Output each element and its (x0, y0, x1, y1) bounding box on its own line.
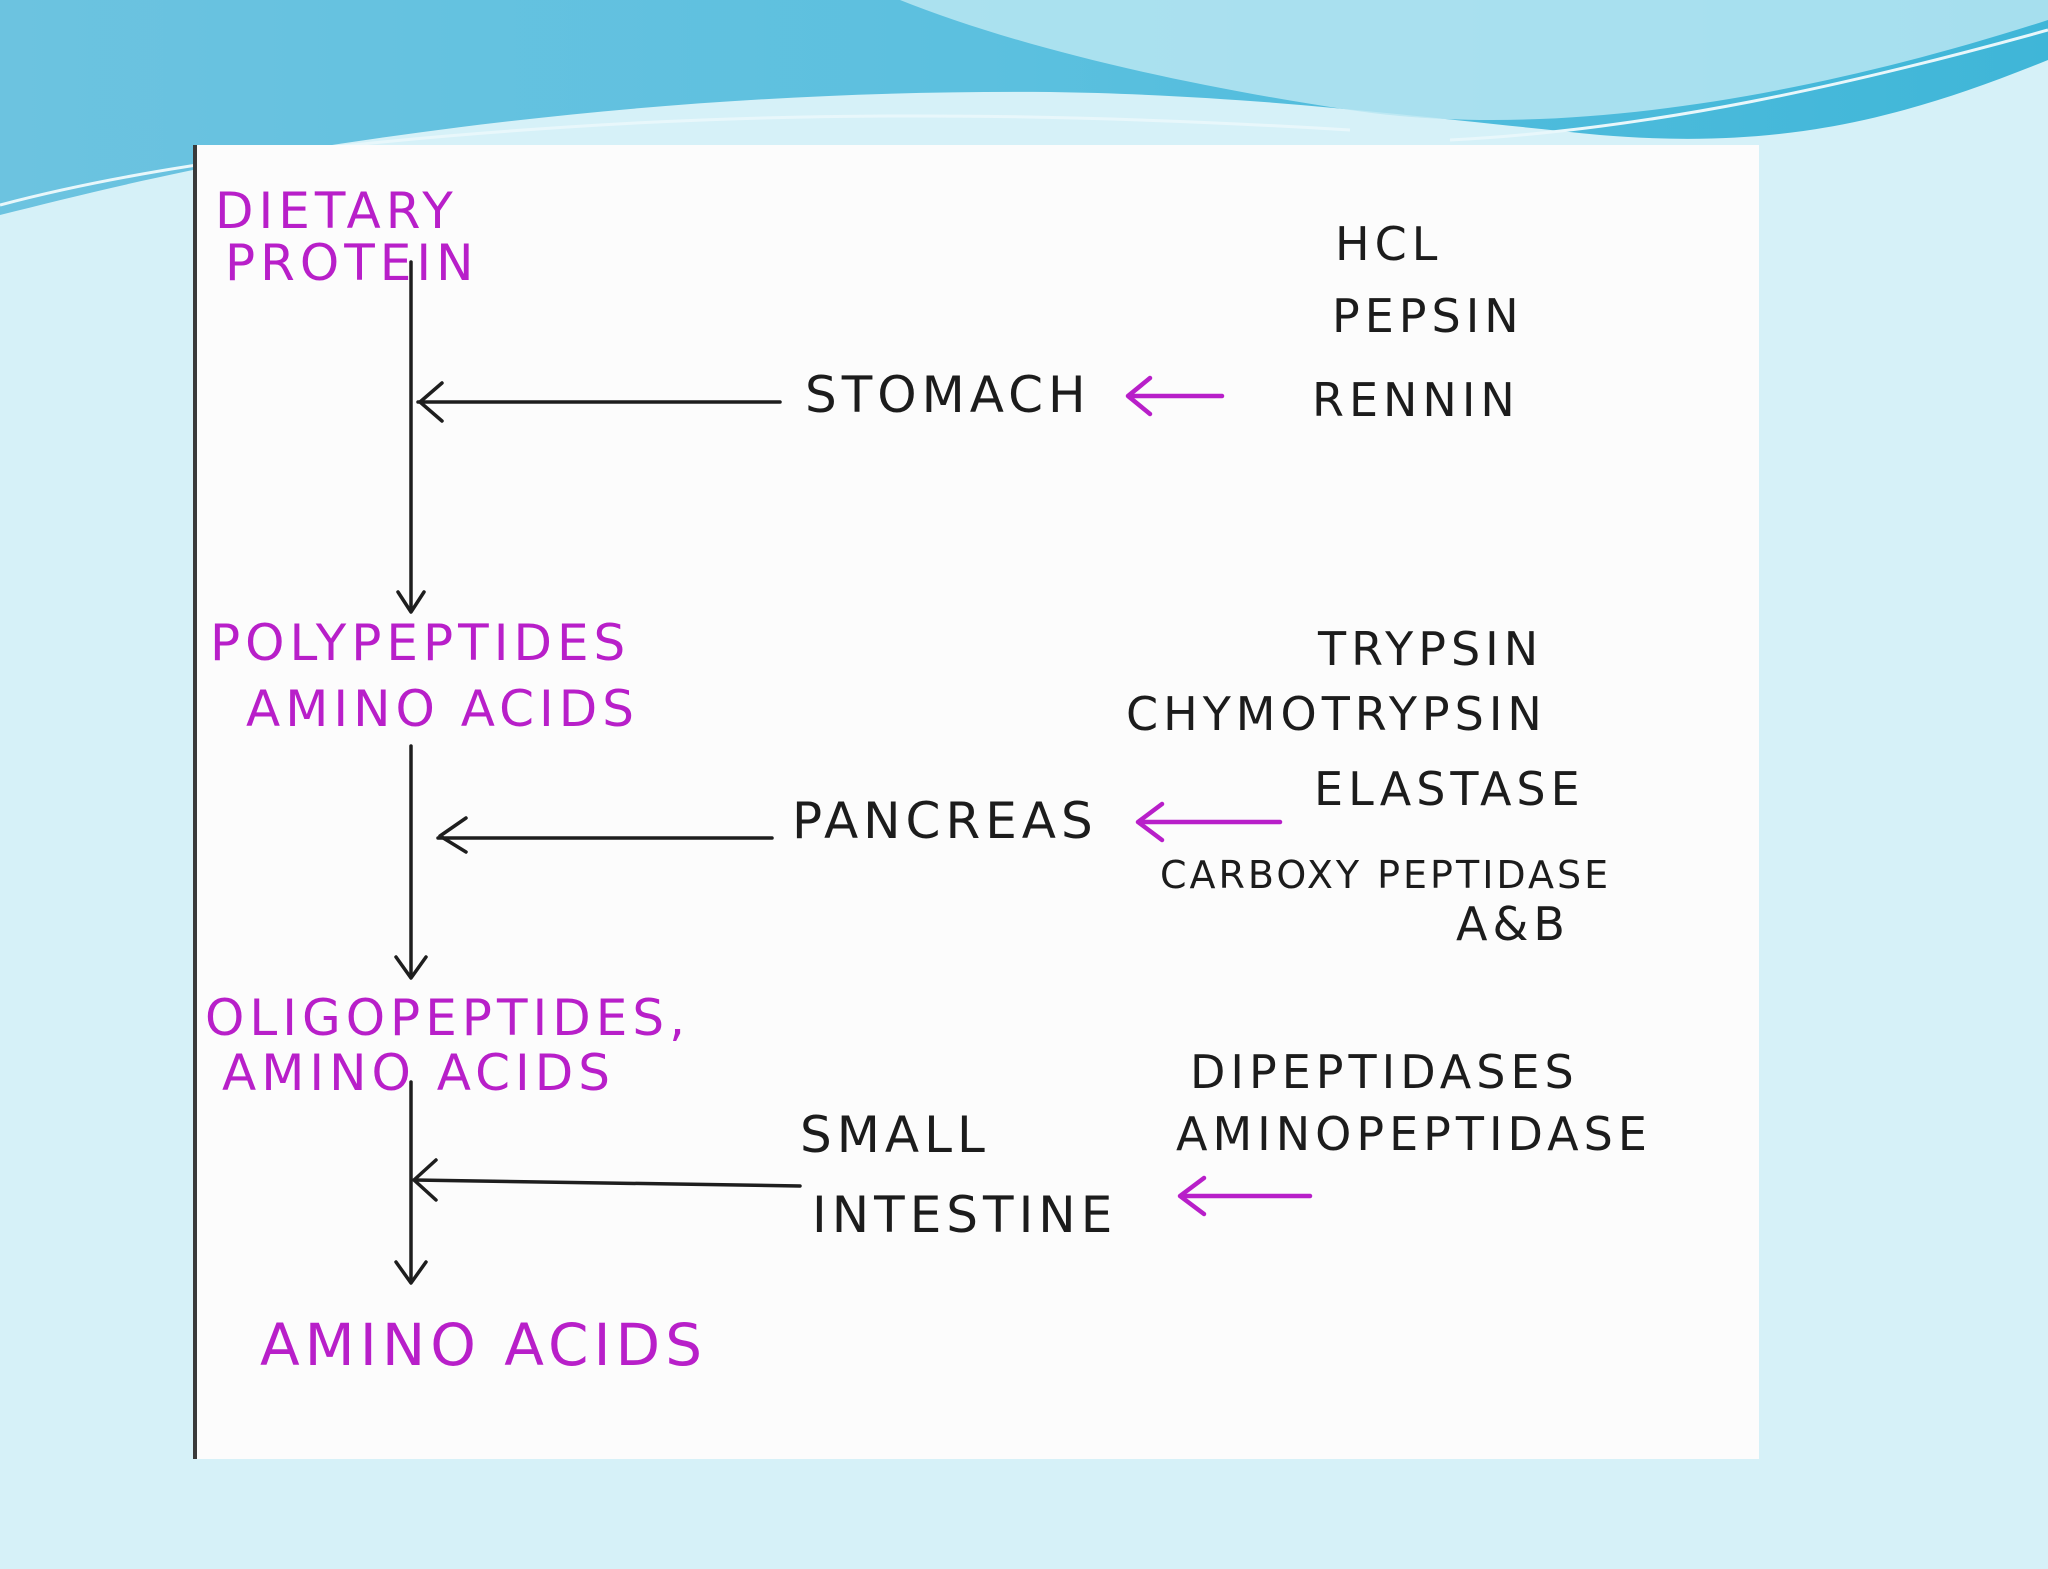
enzyme-hcl: HCL (1335, 217, 1442, 271)
organ-small-intestine-line2: INTESTINE (812, 1186, 1117, 1244)
stage-amino-acids-final: AMINO ACIDS (260, 1311, 707, 1379)
organ-small-intestine-line1: SMALL (800, 1106, 990, 1164)
enzyme-pepsin: PEPSIN (1332, 289, 1524, 343)
header-wave-decoration (0, 0, 2048, 215)
flow-arrowhead-2 (394, 955, 428, 980)
enzyme-aminopeptidase: AMINOPEPTIDASE (1176, 1107, 1652, 1161)
enzyme-a-and-b: A&B (1456, 897, 1570, 951)
pancreas-arrowhead (438, 816, 468, 854)
small-intestine-arrowhead (412, 1158, 438, 1202)
enzyme-trypsin: TRYPSIN (1317, 622, 1543, 676)
stage-oligopeptides-line1: OLIGOPEPTIDES, (205, 989, 690, 1047)
stage-polypeptides-line2: AMINO ACIDS (246, 680, 639, 738)
small-intestine-enzyme-arrowhead (1177, 1175, 1207, 1217)
enzyme-chymotrypsin: CHYMOTRYPSIN (1126, 687, 1547, 741)
stomach-enzyme-arrowhead (1125, 375, 1153, 417)
stage-polypeptides-line1: POLYPEPTIDES (210, 614, 630, 672)
diagram-panel (193, 145, 1759, 1459)
stage-oligopeptides-line2: AMINO ACIDS (222, 1044, 615, 1102)
enzyme-dipeptidases: DIPEPTIDASES (1190, 1045, 1579, 1099)
stomach-arrowhead (418, 381, 444, 423)
stage-dietary-protein-line2: PROTEIN (225, 234, 479, 292)
organ-stomach: STOMACH (805, 366, 1091, 424)
enzyme-elastase: ELASTASE (1314, 762, 1585, 816)
flow-arrowhead-1 (396, 590, 426, 614)
small-intestine-arrow-line (412, 1178, 802, 1188)
enzyme-rennin: RENNIN (1312, 373, 1520, 427)
flow-arrowhead-3 (394, 1260, 428, 1285)
organ-pancreas: PANCREAS (792, 792, 1098, 850)
stage-dietary-protein-line1: DIETARY (215, 182, 458, 240)
pancreas-enzyme-arrowhead (1135, 801, 1165, 843)
enzyme-carboxy-peptidase: CARBOXY PEPTIDASE (1160, 853, 1611, 897)
